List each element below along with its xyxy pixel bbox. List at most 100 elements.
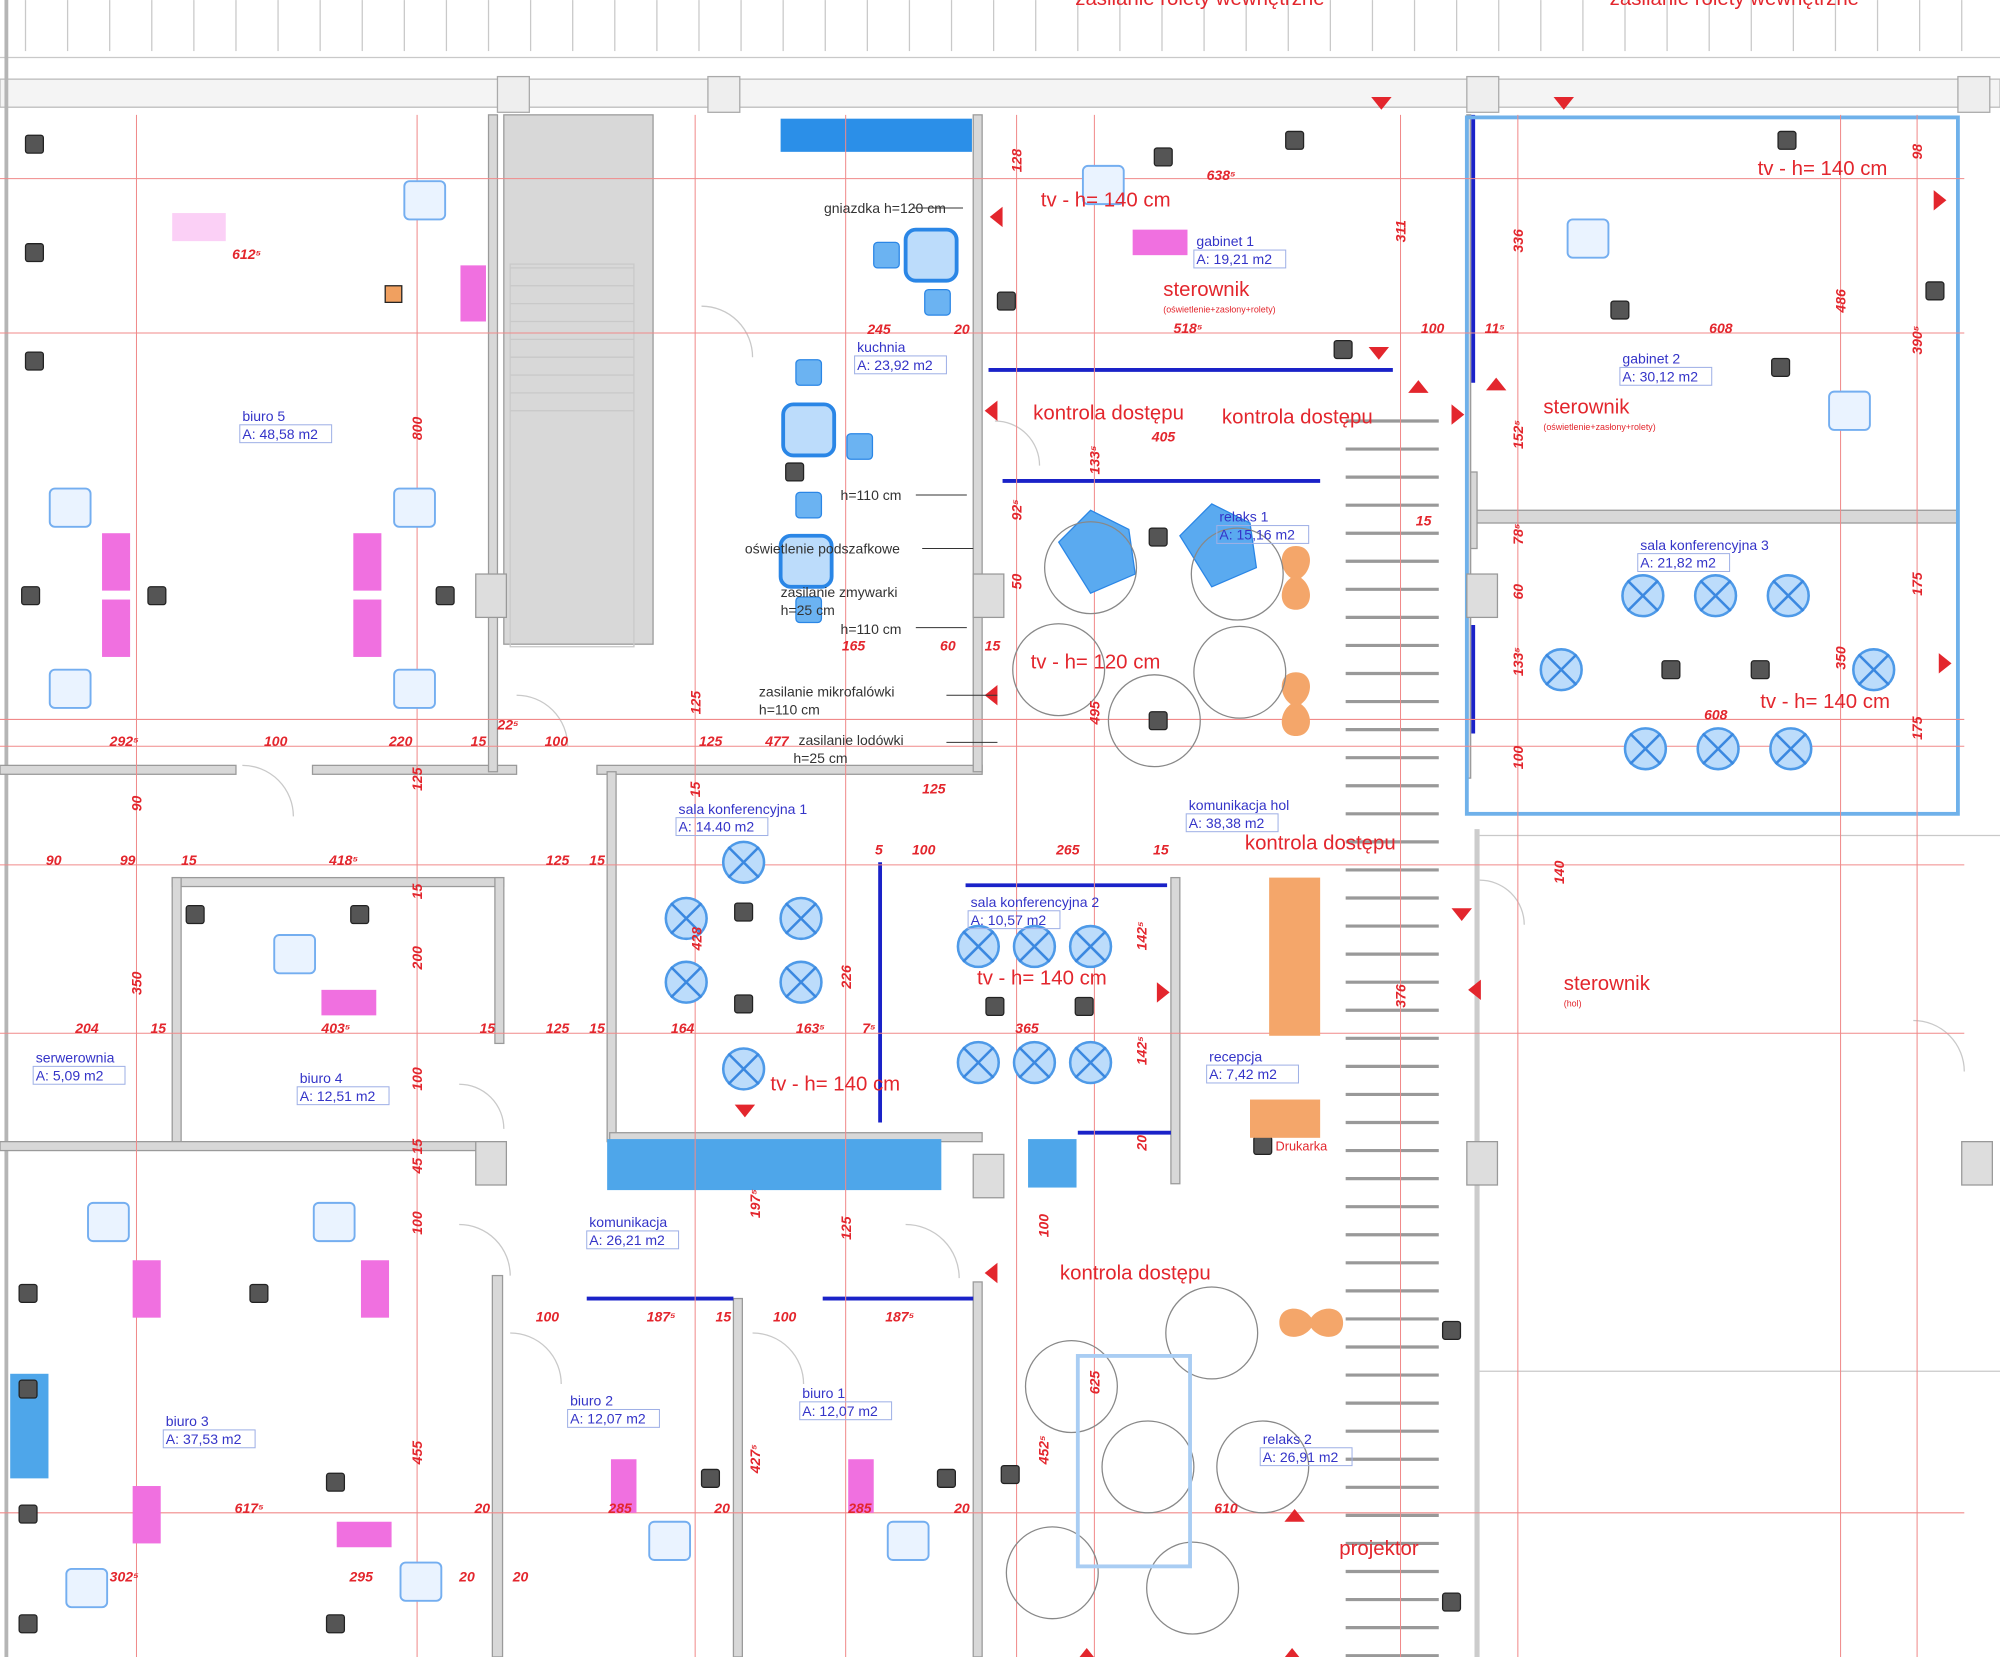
dimension-label: 15 [589, 852, 605, 868]
door-swing [701, 305, 754, 358]
wall [972, 1281, 983, 1657]
room-name: recepcja [1209, 1048, 1262, 1064]
office-chair-icon [403, 180, 447, 221]
room-area-box [675, 817, 769, 837]
dimension-label-vertical: 428 [689, 927, 705, 952]
kitchen-table-icon [778, 533, 834, 589]
door-swing [459, 1223, 511, 1276]
door-swing [1479, 879, 1525, 925]
conference-chair-icon [956, 1040, 1000, 1085]
dimension-label-vertical: 100 [409, 1067, 425, 1091]
office-chair-icon [1566, 218, 1610, 259]
office-chair-icon [393, 487, 436, 528]
chair-cross [962, 1046, 995, 1079]
dimension-label: 617⁵ [235, 1500, 264, 1516]
electrical-note: zasilanie lodówki [798, 732, 903, 748]
annotation-text: tv - h= 140 cm [1758, 158, 1888, 180]
room-area-box [1216, 525, 1310, 544]
lounge-table-outline [1107, 674, 1201, 768]
room-label: biuro 5A: 48,58 m2 [239, 408, 333, 444]
floor-socket-icon [1750, 660, 1770, 680]
electrical-note: gniazdka h=120 cm [824, 200, 946, 216]
room-label: gabinet 2A: 30,12 m2 [1619, 351, 1713, 386]
dimension-label: 125 [922, 780, 946, 796]
chair-cross [1545, 653, 1578, 686]
chair-cross [1772, 579, 1805, 612]
lounge-table-outline [1024, 1339, 1118, 1434]
room-label: sala konferencyjna 2A: 10,57 m2 [967, 894, 1100, 930]
dimension-label: 163⁵ [796, 1020, 825, 1036]
dimension-label-vertical: 78⁵ [1510, 523, 1526, 545]
dimension-label-vertical: 133⁵ [1086, 445, 1102, 474]
lounge-chair-icon [1179, 503, 1258, 588]
floor-socket-icon [1441, 1592, 1462, 1612]
chair-cross [784, 965, 818, 999]
room-area: A: 7,42 m2 [1209, 1066, 1277, 1082]
wall [732, 1297, 743, 1657]
chair-cross [727, 1052, 760, 1086]
column [1957, 75, 1991, 113]
desk [321, 989, 377, 1016]
floor-socket-icon [185, 905, 205, 925]
wall [171, 876, 182, 1149]
conference-chair-icon [1769, 727, 1813, 771]
column-hatched [1961, 1140, 1993, 1186]
desk [360, 1260, 390, 1318]
dimension-label: 15 [716, 1308, 732, 1324]
floor-socket-icon [325, 1614, 346, 1634]
pouf-icon [1279, 1308, 1344, 1337]
dimension-label-vertical: 350 [1833, 646, 1849, 670]
room-area: A: 5,09 m2 [36, 1067, 104, 1083]
annotation-text: zasilanie rolety wewnętrzne [1075, 0, 1324, 10]
floor-socket-icon [24, 134, 45, 154]
floor-socket-icon [1148, 527, 1168, 547]
kitchen-table-icon [781, 402, 837, 458]
conference-chair-icon [1621, 574, 1665, 618]
dimension-label: 100 [773, 1308, 797, 1324]
room-name: sala konferencyjna 2 [971, 894, 1100, 910]
floor-socket-icon [325, 1472, 346, 1492]
conference-chair-icon [664, 896, 708, 941]
column [496, 75, 530, 113]
room-area: A: 23,92 m2 [857, 357, 933, 373]
chair-cross [962, 930, 995, 963]
dimension-label: 20 [713, 1500, 730, 1516]
room-area-box [854, 355, 947, 375]
electrical-note: oświetlenie podszafkowe [745, 541, 900, 557]
room-area-box [32, 1065, 126, 1085]
chair-cross [1857, 653, 1890, 686]
desk [353, 599, 382, 657]
floor-socket-icon [936, 1468, 956, 1488]
kitchen-chair-icon [795, 359, 823, 386]
dimension-label: 187⁵ [647, 1308, 676, 1324]
conference-chair-icon [1012, 1040, 1057, 1085]
office-chair-icon [312, 1201, 356, 1243]
lounge-table-outline [1216, 1420, 1310, 1514]
dimension-label: 15 [1416, 513, 1432, 529]
dimension-label: 245 [866, 321, 891, 337]
dimension-label: 100 [1421, 320, 1445, 336]
room-area-box [799, 1401, 893, 1421]
lounge-table-outline [1012, 623, 1106, 717]
furniture-layer [18, 96, 1952, 1657]
dimension-label-vertical: 90 [129, 795, 145, 811]
column [707, 75, 741, 113]
dimension-label-vertical: 197⁵ [747, 1189, 763, 1218]
dimension-label: 22⁵ [496, 717, 519, 733]
door-swing [905, 1223, 960, 1279]
dimension-label: 403⁵ [320, 1020, 350, 1036]
floor-socket-icon [147, 586, 167, 606]
dimension-label-vertical: 142⁵ [1134, 1036, 1150, 1065]
chair-cross [1018, 930, 1051, 963]
marker-arrow-icon [1451, 908, 1472, 921]
dimension-label-vertical: 100 [1510, 746, 1526, 770]
marker-arrow-icon [1079, 1648, 1094, 1657]
electrical-note: h=25 cm [781, 602, 835, 618]
floor-socket-icon [18, 1504, 38, 1524]
floor-socket-icon [1074, 996, 1094, 1016]
annotation-text: kontrola dostępu [1222, 407, 1373, 429]
marker-arrow-icon [1368, 346, 1390, 360]
dimension-label: 265 [1055, 842, 1080, 858]
